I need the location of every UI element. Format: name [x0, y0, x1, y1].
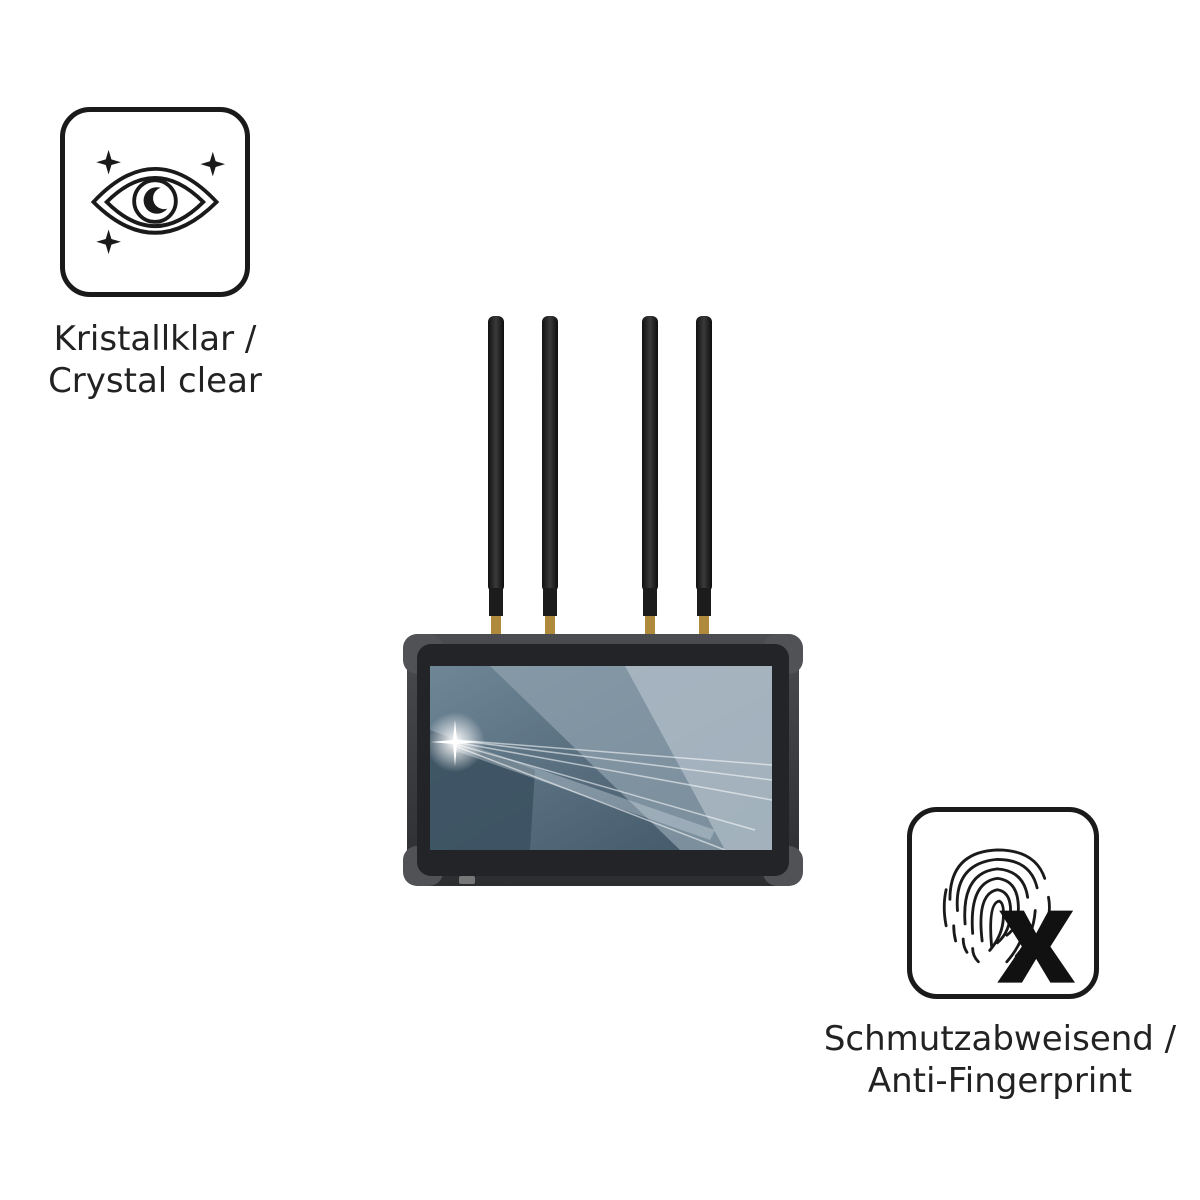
- fingerprint-x-icon: [942, 848, 1076, 983]
- crystal-clear-icon-box: [60, 107, 250, 297]
- wireless-monitor-image: [403, 316, 803, 886]
- crystal-clear-label: Kristallklar / Crystal clear: [0, 318, 310, 402]
- anti-fingerprint-label: Schmutzabweisend / Anti-Fingerprint: [800, 1018, 1200, 1102]
- anti-fingerprint-icon-box: [907, 807, 1099, 999]
- crystal-clear-label-line1: Kristallklar /: [53, 319, 257, 359]
- antenna-4: [696, 316, 712, 634]
- monitor-screen: [430, 666, 772, 850]
- antenna-2: [542, 316, 558, 634]
- antenna-3: [642, 316, 658, 634]
- anti-fingerprint-label-line1: Schmutzabweisend /: [823, 1019, 1177, 1059]
- crystal-clear-label-line2: Crystal clear: [48, 361, 262, 401]
- anti-fingerprint-label-line2: Anti-Fingerprint: [867, 1061, 1133, 1101]
- eye-sparkle-icon: [90, 149, 226, 255]
- antenna-1: [488, 316, 504, 634]
